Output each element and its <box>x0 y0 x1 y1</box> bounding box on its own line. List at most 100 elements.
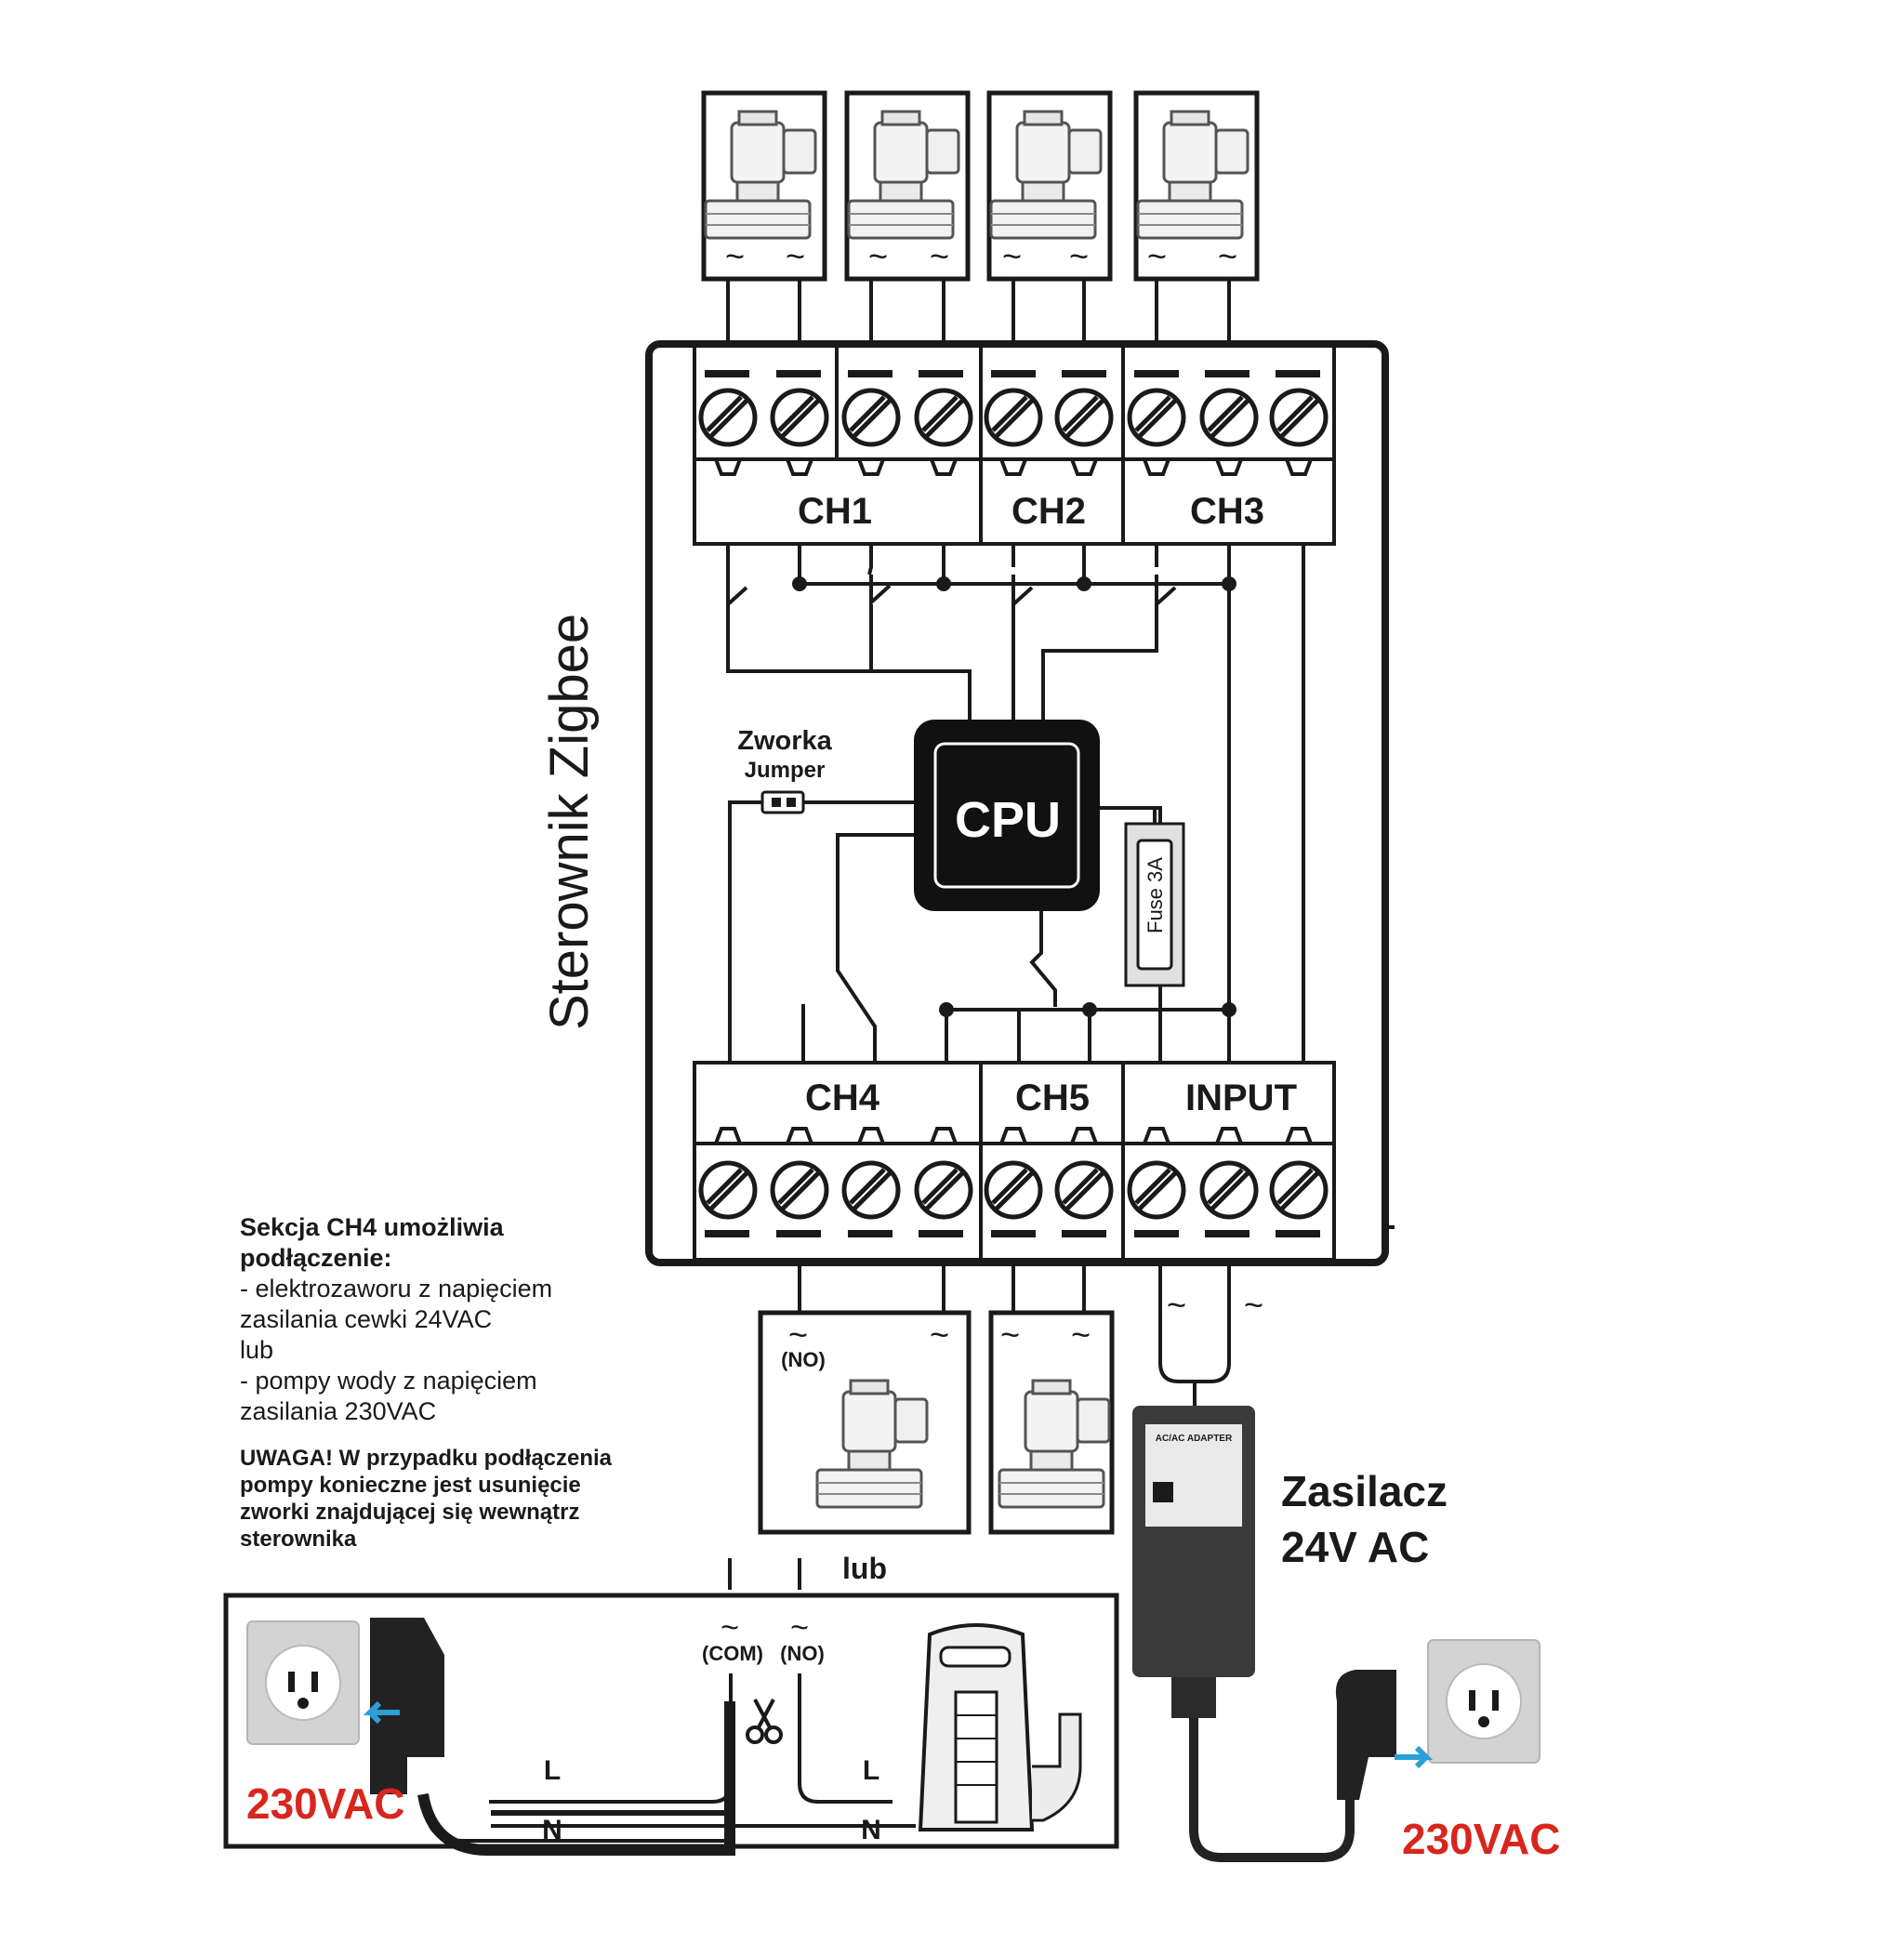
terminal-screw-icon <box>917 390 971 444</box>
ch4-note-line-3: lub <box>240 1336 274 1364</box>
wire-neutral-left: N <box>542 1815 562 1845</box>
input-terminal-b: ~ <box>1244 1286 1263 1324</box>
terminal-screw-icon <box>701 1163 755 1217</box>
input-terminal-a: ~ <box>1167 1286 1186 1324</box>
internal-wiring <box>726 544 1305 1064</box>
controller-title: Sterownik Zigbee <box>539 614 600 1030</box>
valve-3-terminal-b: ~ <box>1069 237 1089 275</box>
valve-2-terminal-a: ~ <box>868 237 888 275</box>
power-adapter: AC/AC ADAPTER Zasilacz 24V AC <box>1132 1392 1448 1862</box>
terminal-screw-icon <box>844 1163 898 1217</box>
section-label-ch3: CH3 <box>1190 491 1264 532</box>
scissors-icon <box>746 1699 783 1744</box>
arrow-icon <box>1395 1745 1434 1769</box>
valve-4-terminal-b: ~ <box>1218 237 1237 275</box>
valve-ch4-terminal-b: ~ <box>930 1316 949 1354</box>
fuse-label: Fuse 3A <box>1144 857 1167 933</box>
mains-right: 230VAC <box>1335 1639 1560 1863</box>
terminal-screw-icon <box>1272 1163 1326 1217</box>
valve-3-terminal-a: ~ <box>1002 237 1022 275</box>
terminal-screw-icon <box>1202 1163 1256 1217</box>
power-supply-title-1: Zasilacz <box>1281 1467 1448 1515</box>
terminal-screw-icon <box>701 390 755 444</box>
terminal-screw-icon <box>844 390 898 444</box>
plug-icon <box>1335 1670 1396 1800</box>
top-valve-wires <box>726 279 1231 344</box>
mains-voltage-right: 230VAC <box>1402 1815 1560 1863</box>
ch4-note: Sekcja CH4 umożliwia podłączenie: - elek… <box>240 1212 630 1427</box>
valve-box-ch4: ~ (NO) ~ <box>758 1310 972 1535</box>
jumper-label-pl: Zworka <box>737 726 832 756</box>
valve-box-1: ~ ~ <box>701 90 827 282</box>
terminal-screw-icon <box>773 1163 826 1217</box>
mains-voltage-left: 230VAC <box>246 1779 404 1828</box>
ch4-note-heading-1: Sekcja CH4 umożliwia <box>240 1213 504 1241</box>
terminal-screw-icon <box>1130 390 1183 444</box>
or-label: lub <box>842 1552 887 1585</box>
pump-no-terminal: ~ <box>790 1610 809 1646</box>
pump-no-label: (NO) <box>780 1642 825 1665</box>
wall-socket-icon <box>246 1620 360 1745</box>
valve-ch4-no-label: (NO) <box>781 1348 826 1371</box>
terminal-screw-icon <box>917 1163 971 1217</box>
terminal-screw-icon <box>1057 390 1111 444</box>
pump-com-label: (COM) <box>702 1642 763 1665</box>
ch4-note-line-1: - elektrozaworu z napięciem <box>240 1275 553 1302</box>
water-pump-icon <box>918 1623 1082 1831</box>
wall-socket-icon <box>1427 1639 1540 1764</box>
valve-ch5-terminal-a: ~ <box>1000 1316 1020 1354</box>
valve-4-terminal-a: ~ <box>1147 237 1167 275</box>
bottom-wires <box>728 1263 1231 1590</box>
cpu-label: CPU <box>955 792 1061 848</box>
pump-com-terminal: ~ <box>721 1610 739 1646</box>
pump-section: 230VAC ~ (COM) ~ (NO) L N L N <box>223 1593 1119 1856</box>
valve-1-terminal-a: ~ <box>725 237 745 275</box>
top-terminal-block: CH1 CH2 CH3 <box>693 344 1336 546</box>
section-label-ch4: CH4 <box>805 1078 880 1118</box>
wire-live-right: L <box>863 1755 879 1786</box>
warning-line-2: pompy konieczne jest usunięcie <box>240 1473 581 1498</box>
valve-box-2: ~ ~ <box>844 90 971 282</box>
fuse: Fuse 3A <box>1124 808 1185 987</box>
terminal-screw-icon <box>1057 1163 1111 1217</box>
valve-1-terminal-b: ~ <box>786 237 805 275</box>
terminal-screw-icon <box>1202 390 1256 444</box>
ch4-note-line-4: - pompy wody z napięciem <box>240 1367 537 1395</box>
valve-box-ch5: ~ ~ <box>988 1310 1115 1535</box>
qr-code-icon <box>1153 1482 1173 1502</box>
arrow-icon <box>363 1700 400 1725</box>
terminal-screw-icon <box>986 390 1040 444</box>
wire-neutral-right: N <box>861 1815 881 1845</box>
terminal-screw-icon <box>773 390 826 444</box>
ch4-note-heading-2: podłączenie: <box>240 1244 392 1272</box>
terminal-screw-icon <box>986 1163 1040 1217</box>
jumper: Zworka Jumper <box>737 726 833 814</box>
junction-dots <box>792 576 1236 1017</box>
wire-live-left: L <box>544 1755 561 1786</box>
section-label-input: INPUT <box>1185 1078 1297 1118</box>
plug-icon <box>370 1618 444 1794</box>
jumper-icon <box>760 790 805 814</box>
warning-line-3: zworki znajdującej się wewnątrz <box>240 1500 580 1525</box>
valve-ch4-terminal-a: ~ <box>788 1316 808 1354</box>
jumper-label-en: Jumper <box>745 758 826 783</box>
cpu-chip: CPU <box>914 720 1100 911</box>
adapter-caption: AC/AC ADAPTER <box>1156 1434 1233 1444</box>
power-supply-title-2: 24V AC <box>1281 1523 1429 1571</box>
valve-box-3: ~ ~ <box>986 90 1113 282</box>
terminal-screw-icon <box>1130 1163 1183 1217</box>
section-label-ch5: CH5 <box>1015 1078 1090 1118</box>
warning-note: UWAGA! W przypadku podłączenia pompy kon… <box>240 1445 668 1553</box>
bottom-terminal-block: CH4 CH5 INPUT <box>693 1061 1336 1262</box>
warning-line-4: sterownika <box>240 1527 357 1552</box>
ch4-note-line-2: zasilania cewki 24VAC <box>240 1305 493 1333</box>
section-label-ch2: CH2 <box>1012 491 1086 532</box>
valve-box-4: ~ ~ <box>1133 90 1260 282</box>
valve-2-terminal-b: ~ <box>930 237 949 275</box>
ch4-note-line-5: zasilania 230VAC <box>240 1397 437 1425</box>
terminal-screw-icon <box>1272 390 1326 444</box>
valve-ch5-terminal-b: ~ <box>1071 1316 1091 1354</box>
warning-line-1: UWAGA! W przypadku podłączenia <box>240 1446 613 1471</box>
section-label-ch1: CH1 <box>798 491 872 532</box>
